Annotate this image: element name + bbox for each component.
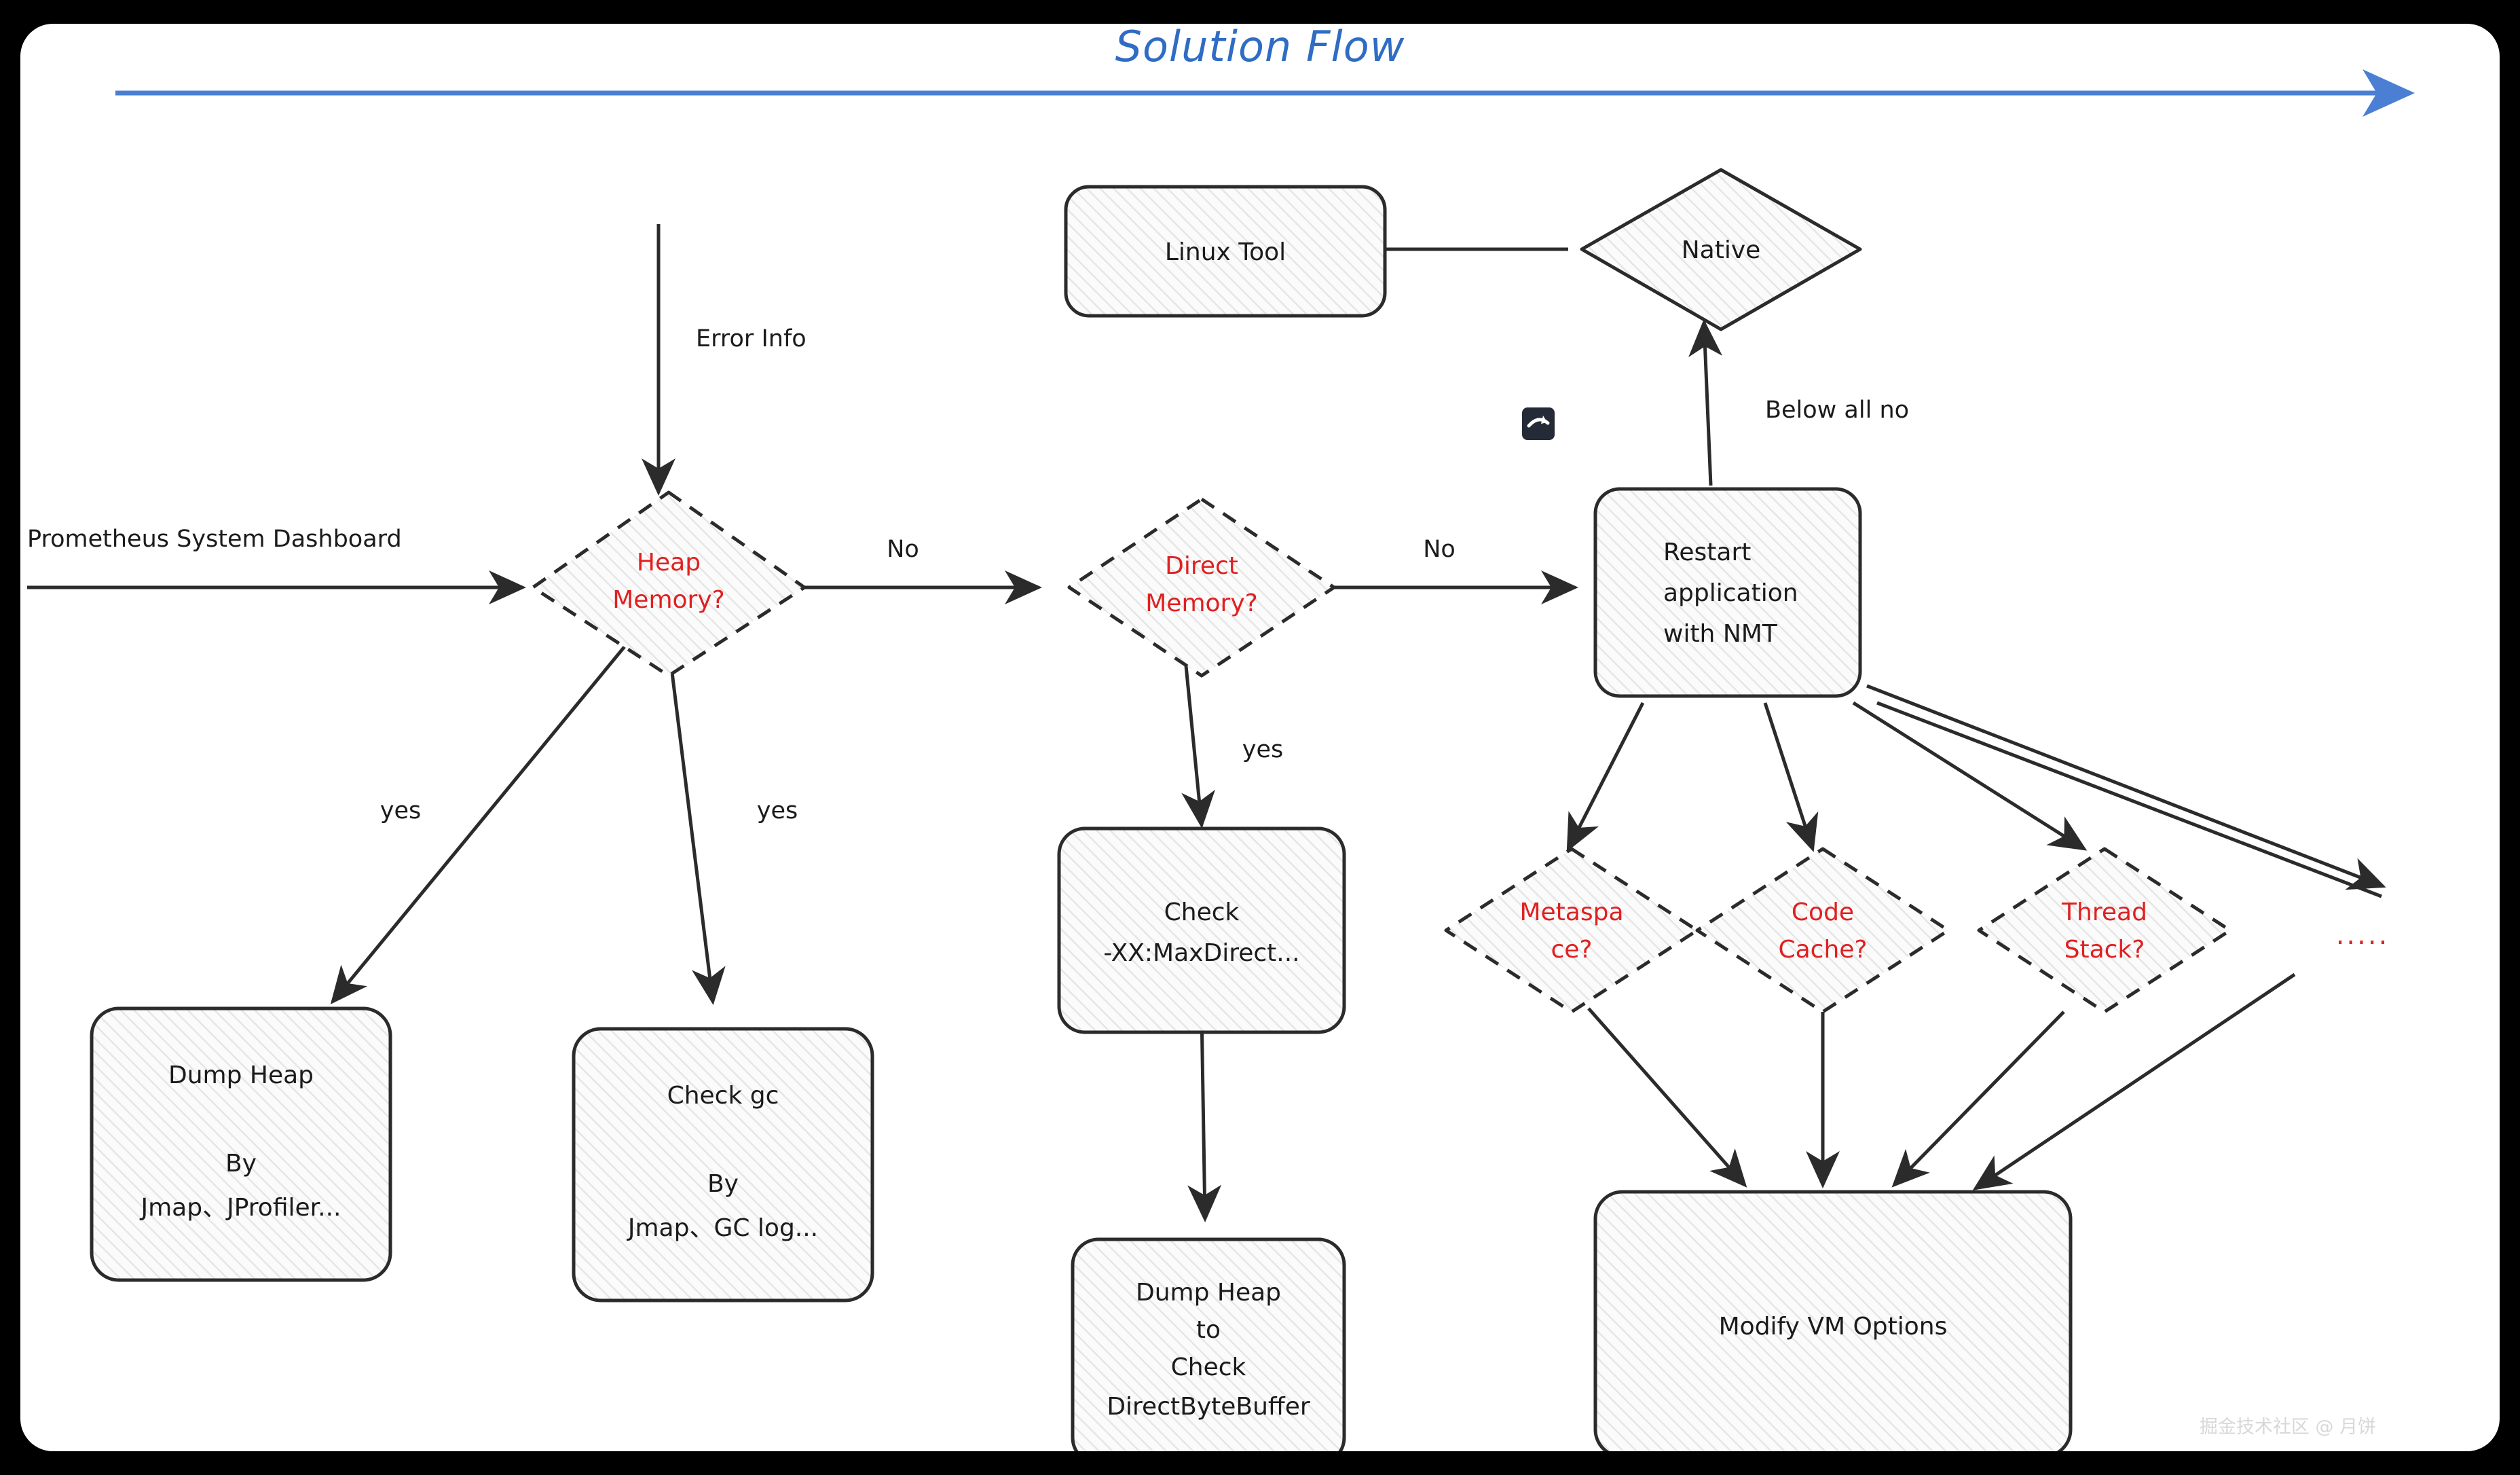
edge-direct-yes (1181, 651, 1216, 828)
edge-label-direct-no: No (1423, 536, 1456, 563)
node-dump-heap-dbb[interactable]: Dump Heap to Check DirectByteBuffer (1071, 1237, 1346, 1451)
node-code-cache[interactable]: Code Cache? (1695, 847, 1950, 1014)
edge-restart-threadstack (1852, 701, 2088, 851)
node-code-cache-line1: Code (1792, 898, 1854, 926)
edge-label-heap-yes-left: yes (380, 797, 421, 824)
node-thread-stack-line2: Stack? (2064, 936, 2145, 964)
node-metaspace-line1: Metaspa (1519, 898, 1623, 926)
edge-restart-metaspace (1566, 702, 1645, 852)
node-restart-nmt[interactable]: Restart application with NMT (1593, 487, 1862, 698)
edge-heap-yes-left (330, 637, 633, 1004)
node-metaspace-line2: ce? (1551, 936, 1592, 964)
node-check-gc-line1: Check gc (667, 1082, 779, 1110)
edge-maxdirect-to-dbb (1187, 1011, 1222, 1222)
node-heap-memory[interactable]: Heap Memory? (531, 490, 807, 678)
node-more-ellipsis: ..... (2336, 919, 2390, 951)
edge-below-all-no (1688, 319, 1723, 486)
node-check-maxdirect-line2: -XX:MaxDirect... (1103, 939, 1299, 967)
node-check-gc-line3: By (707, 1170, 739, 1198)
node-dump-heap-left-line3: By (225, 1150, 257, 1178)
edge-metaspace-modify (1587, 1007, 1747, 1188)
node-restart-nmt-line3: with NMT (1663, 620, 1778, 648)
edge-label-below-all-no: Below all no (1765, 397, 1909, 424)
edge-label-error-info: Error Info (696, 325, 807, 352)
node-dump-heap-left-line4: Jmap、JProfiler... (140, 1194, 341, 1222)
watermark-text: 掘金技术社区 @ 月饼 (2200, 1417, 2376, 1438)
node-dump-heap-dbb-line3: Check (1171, 1353, 1246, 1381)
node-linux-tool-label: Linux Tool (1165, 238, 1286, 266)
flowchart-svg: Solution Flow (27, 24, 2415, 1451)
node-modify-vm-options[interactable]: Modify VM Options (1593, 1190, 2073, 1451)
node-check-maxdirect[interactable]: Check -XX:MaxDirect... (1057, 826, 1346, 1034)
node-heap-memory-line2: Memory? (612, 586, 725, 614)
edge-restart-more-a (1866, 684, 2386, 890)
node-native[interactable]: Native (1580, 168, 1862, 331)
page-title: Solution Flow (1115, 24, 1405, 71)
node-metaspace[interactable]: Metaspa ce? (1444, 847, 1699, 1014)
edge-threadstack-modify (1891, 1010, 2065, 1188)
node-restart-nmt-line2: application (1663, 579, 1798, 607)
node-thread-stack[interactable]: Thread Stack? (1977, 847, 2232, 1014)
edge-label-entry: Prometheus System Dashboard (27, 526, 402, 553)
node-dump-heap-left[interactable]: Dump Heap By Jmap、JProfiler... (90, 1006, 392, 1282)
edge-label-heap-yes-down: yes (757, 797, 798, 824)
edge-heap-yes-down (667, 644, 726, 1005)
edge-more-modify (1972, 972, 2296, 1190)
node-dump-heap-dbb-line1: Dump Heap (1136, 1279, 1281, 1307)
edge-label-direct-yes: yes (1242, 736, 1283, 763)
whiteboard-canvas: Solution Flow (20, 24, 2500, 1451)
edge-label-heap-no: No (887, 536, 919, 563)
node-thread-stack-line1: Thread (2061, 898, 2147, 926)
node-check-maxdirect-line1: Check (1164, 898, 1240, 926)
node-direct-memory-line2: Memory? (1145, 589, 1258, 617)
node-code-cache-line2: Cache? (1778, 936, 1867, 964)
node-direct-memory-line1: Direct (1165, 552, 1238, 580)
juejin-logo-icon (1522, 407, 1555, 440)
node-check-gc[interactable]: Check gc By Jmap、GC log... (572, 1027, 874, 1303)
node-dump-heap-left-line1: Dump Heap (168, 1061, 314, 1089)
node-linux-tool[interactable]: Linux Tool (1064, 185, 1387, 318)
node-modify-vm-options-label: Modify VM Options (1719, 1313, 1948, 1341)
node-direct-memory[interactable]: Direct Memory? (1067, 497, 1336, 678)
node-check-gc-line4: Jmap、GC log... (627, 1214, 818, 1242)
edge-restart-codecache (1763, 702, 1819, 852)
node-dump-heap-dbb-line4: DirectByteBuffer (1107, 1393, 1310, 1421)
edge-restart-more-b (1876, 701, 2382, 898)
node-dump-heap-dbb-line2: to (1196, 1316, 1221, 1344)
node-restart-nmt-line1: Restart (1663, 539, 1751, 566)
node-heap-memory-line1: Heap (637, 549, 701, 577)
node-native-label: Native (1682, 236, 1761, 264)
